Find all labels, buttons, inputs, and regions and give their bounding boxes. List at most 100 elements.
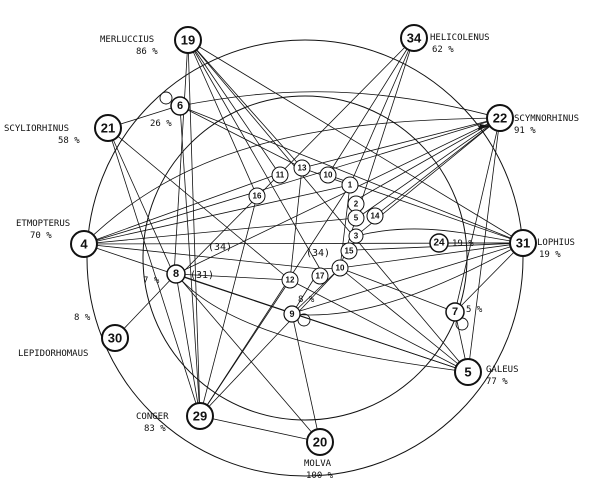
edge xyxy=(289,167,303,281)
node-13: 13 xyxy=(293,159,311,177)
node-label: LOPHIUS xyxy=(537,238,575,248)
edge xyxy=(339,267,469,373)
node-12: 12 xyxy=(281,271,299,289)
paren-label: (34) xyxy=(306,248,330,259)
paren-label: (31) xyxy=(190,270,214,281)
curved-edge xyxy=(175,273,469,373)
edge xyxy=(107,127,175,276)
node-scyliorhinus: 21 SCYLIORHINUS 58 % xyxy=(4,114,122,146)
edge xyxy=(107,127,201,417)
node-number: 34 xyxy=(407,31,422,46)
node-percent: 7 % xyxy=(143,276,160,286)
node-label: CONGER xyxy=(136,412,169,422)
node-merluccius: 19 MERLUCCIUS 86 % xyxy=(100,26,202,57)
edge xyxy=(187,39,281,176)
node-17: 17 xyxy=(311,267,329,285)
node-10b: 10 xyxy=(331,259,349,277)
edge xyxy=(199,415,321,443)
edge xyxy=(175,273,201,417)
edge xyxy=(83,184,351,245)
edge xyxy=(349,37,415,186)
svg-text:3: 3 xyxy=(354,232,359,241)
edge xyxy=(199,184,351,417)
edge xyxy=(83,117,501,245)
outer-ring xyxy=(86,39,524,477)
edge xyxy=(179,105,524,244)
node-6: 6 26 % xyxy=(150,96,190,129)
self-loop xyxy=(159,91,173,105)
node-percent: 91 % xyxy=(514,126,536,136)
curved-edge xyxy=(179,91,501,119)
node-number: 6 xyxy=(177,100,183,112)
node-percent: 58 % xyxy=(58,136,80,146)
edge xyxy=(199,267,341,417)
edge xyxy=(83,243,321,270)
inner-ring xyxy=(142,95,468,421)
svg-text:11: 11 xyxy=(276,171,285,180)
node-label: GALEUS xyxy=(486,365,519,375)
node-percent: 83 % xyxy=(144,424,166,434)
edge xyxy=(175,273,469,373)
node-9: 9 8 % xyxy=(283,295,315,323)
edge xyxy=(454,242,524,313)
svg-text:16: 16 xyxy=(253,192,262,201)
edge xyxy=(114,273,177,339)
edge xyxy=(107,127,291,281)
svg-text:10: 10 xyxy=(336,264,345,273)
node-percent: 19 % xyxy=(452,239,474,249)
edge xyxy=(187,39,303,169)
edge xyxy=(359,117,501,217)
node-8: 8 7 % xyxy=(143,264,186,286)
node-3: 3 xyxy=(348,228,364,244)
node-16: 16 xyxy=(248,187,266,205)
edge xyxy=(175,273,321,443)
edge xyxy=(187,39,469,373)
node-number: 8 xyxy=(173,268,179,280)
node-number: 9 xyxy=(289,309,294,319)
edge xyxy=(355,117,501,201)
node-11: 11 xyxy=(271,166,289,184)
node-number: 19 xyxy=(181,33,195,48)
edge xyxy=(374,117,501,217)
node-percent: 86 % xyxy=(136,47,158,57)
node-number: 7 xyxy=(452,306,458,318)
edge xyxy=(173,39,189,276)
svg-text:13: 13 xyxy=(298,164,307,173)
node-number: 5 xyxy=(464,365,471,380)
node-number: 29 xyxy=(193,409,207,424)
svg-text:5: 5 xyxy=(354,214,359,223)
node-5: 5 xyxy=(347,209,365,227)
edge xyxy=(83,173,279,245)
node-lepidorhombus: 30 8 % LEPIDORHOMAUS xyxy=(18,313,129,359)
edge xyxy=(199,195,258,417)
node-galeus: 5 GALEUS 77 % xyxy=(454,358,519,387)
paren-label: (34) xyxy=(208,242,232,253)
svg-text:12: 12 xyxy=(286,276,295,285)
svg-text:14: 14 xyxy=(371,212,380,221)
node-percent: 8 % xyxy=(74,313,91,323)
node-helicolenus: 34 HELICOLENUS 62 % xyxy=(400,24,490,55)
edge xyxy=(291,313,321,443)
edge xyxy=(291,267,341,315)
edge xyxy=(187,39,524,244)
edge xyxy=(289,242,524,315)
node-15: 15 xyxy=(340,242,358,260)
node-number: 21 xyxy=(101,121,115,136)
node-conger: 29 CONGER 83 % xyxy=(136,402,214,434)
edge xyxy=(339,242,524,269)
node-percent: 77 % xyxy=(486,377,508,387)
node-percent: 5 % xyxy=(466,305,483,315)
node-label: MOLVA xyxy=(304,459,332,469)
node-percent: 19 % xyxy=(539,250,561,260)
edge xyxy=(454,117,501,313)
node-etmopterus: 4 ETMOPTERUS 70 % xyxy=(16,219,98,258)
svg-text:1: 1 xyxy=(348,181,353,190)
node-14: 14 xyxy=(366,207,384,225)
edge xyxy=(179,105,201,417)
curved-edge xyxy=(83,117,501,245)
edge xyxy=(179,37,415,276)
node-percent: 70 % xyxy=(30,231,52,241)
svg-text:15: 15 xyxy=(345,247,354,256)
curved-edge xyxy=(289,242,524,316)
